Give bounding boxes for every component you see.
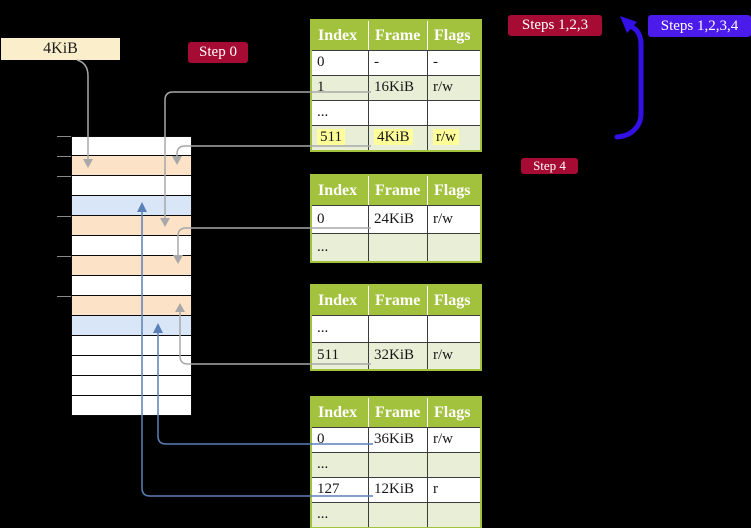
cell-flags: r [427, 478, 480, 502]
physical-memory-strip [71, 136, 192, 416]
table-row-recursive-entry: 511 4KiB r/w [312, 125, 480, 150]
cell-frame [368, 234, 427, 261]
table-row: 0 24KiB r/w [312, 205, 480, 233]
cell-flags [427, 503, 480, 527]
cell-frame: 16KiB [368, 76, 427, 100]
memory-frame-row [71, 356, 192, 376]
highlighted-value: r/w [433, 129, 459, 145]
memory-frame-row [71, 176, 192, 196]
cell-frame [368, 453, 427, 477]
column-header-flags: Flags [427, 21, 480, 50]
recursive-loop-arrow [614, 24, 644, 140]
ruler-tick [57, 256, 71, 257]
cell-frame: 36KiB [368, 428, 427, 452]
cell-flags: r/w [427, 343, 480, 369]
cell-index: 127 [317, 481, 340, 497]
cell-flags [427, 234, 480, 261]
page-table-level2: Index Frame Flags ... 511 32KiB r/w [310, 284, 482, 371]
memory-frame-row [71, 236, 192, 256]
column-header-frame: Frame [368, 286, 427, 315]
cell-flags [427, 453, 480, 477]
arrowhead-upleft-icon [620, 16, 637, 33]
memory-frame-row [71, 336, 192, 356]
cell-frame: 4KiB [368, 126, 427, 150]
memory-frame-row [71, 136, 192, 156]
memory-frame-row [71, 316, 192, 336]
cell-frame: 24KiB [368, 206, 427, 233]
cell-index: 0 [317, 211, 325, 227]
cell-index: ... [317, 506, 329, 522]
cell-frame: - [368, 51, 427, 75]
ruler-tick [57, 176, 71, 177]
memory-frame-row [71, 196, 192, 216]
column-header-frame: Frame [368, 176, 427, 205]
cell-index: 511 [317, 347, 339, 363]
cell-index: ... [317, 320, 329, 336]
ruler-tick [57, 156, 71, 157]
ruler-tick [57, 216, 71, 217]
table-row: 1 16KiB r/w [312, 75, 480, 100]
cell-flags [427, 316, 480, 342]
column-header-frame: Frame [368, 398, 427, 427]
cell-frame: 32KiB [368, 343, 427, 369]
table-row: 0 36KiB r/w [312, 427, 480, 452]
table-header-row: Index Frame Flags [312, 398, 480, 427]
column-header-index: Index [318, 292, 358, 309]
cell-index: ... [317, 239, 329, 255]
highlighted-value: 4KiB [374, 129, 413, 145]
page-table-level1: Index Frame Flags 0 36KiB r/w ... 127 12… [310, 396, 482, 528]
cell-index: 0 [317, 54, 325, 70]
page-table-level4: Index Frame Flags 0 - - 1 16KiB r/w ... … [310, 19, 482, 152]
step0-badge: Step 0 [188, 42, 248, 63]
frame-address-label: 4KiB [1, 38, 120, 60]
memory-frame-row [71, 376, 192, 396]
table-row: 0 - - [312, 50, 480, 75]
cell-frame [368, 316, 427, 342]
memory-frame-row [71, 256, 192, 276]
table-row: ... [312, 233, 480, 261]
column-header-index: Index [318, 182, 358, 199]
table-header-row: Index Frame Flags [312, 21, 480, 50]
highlighted-value: 511 [317, 129, 345, 145]
cell-frame [368, 503, 427, 527]
cell-flags: r/w [427, 206, 480, 233]
table-header-row: Index Frame Flags [312, 286, 480, 315]
column-header-index: Index [318, 404, 358, 421]
steps-1234-badge: Steps 1,2,3,4 [648, 15, 751, 37]
column-header-frame: Frame [368, 21, 427, 50]
cell-flags: - [427, 51, 480, 75]
memory-frame-row [71, 296, 192, 316]
cell-flags: r/w [427, 76, 480, 100]
memory-frame-row [71, 216, 192, 236]
memory-frame-row [71, 276, 192, 296]
column-header-index: Index [318, 27, 358, 44]
column-header-flags: Flags [427, 176, 480, 205]
cell-index: 1 [317, 79, 325, 95]
table-header-row: Index Frame Flags [312, 176, 480, 205]
cell-flags: r/w [427, 126, 480, 150]
cell-frame: 12KiB [368, 478, 427, 502]
table-row: ... [312, 315, 480, 342]
table-row: ... [312, 452, 480, 477]
cell-flags [427, 101, 480, 125]
cell-index: ... [317, 104, 329, 120]
memory-frame-row [71, 156, 192, 176]
step4-badge: Step 4 [521, 158, 578, 174]
ruler-tick [57, 136, 71, 137]
cell-flags: r/w [427, 428, 480, 452]
steps-123-badge: Steps 1,2,3 [508, 15, 602, 36]
cell-index: ... [317, 456, 329, 472]
table-row: 511 32KiB r/w [312, 342, 480, 369]
column-header-flags: Flags [427, 398, 480, 427]
ruler-tick [57, 296, 71, 297]
page-table-level3: Index Frame Flags 0 24KiB r/w ... [310, 174, 482, 263]
table-row: 127 12KiB r [312, 477, 480, 502]
cell-frame [368, 101, 427, 125]
cell-index: 0 [317, 431, 325, 447]
memory-frame-row [71, 396, 192, 416]
table-row: ... [312, 502, 480, 527]
cell-index: 511 [312, 126, 368, 150]
table-row: ... [312, 100, 480, 125]
column-header-flags: Flags [427, 286, 480, 315]
